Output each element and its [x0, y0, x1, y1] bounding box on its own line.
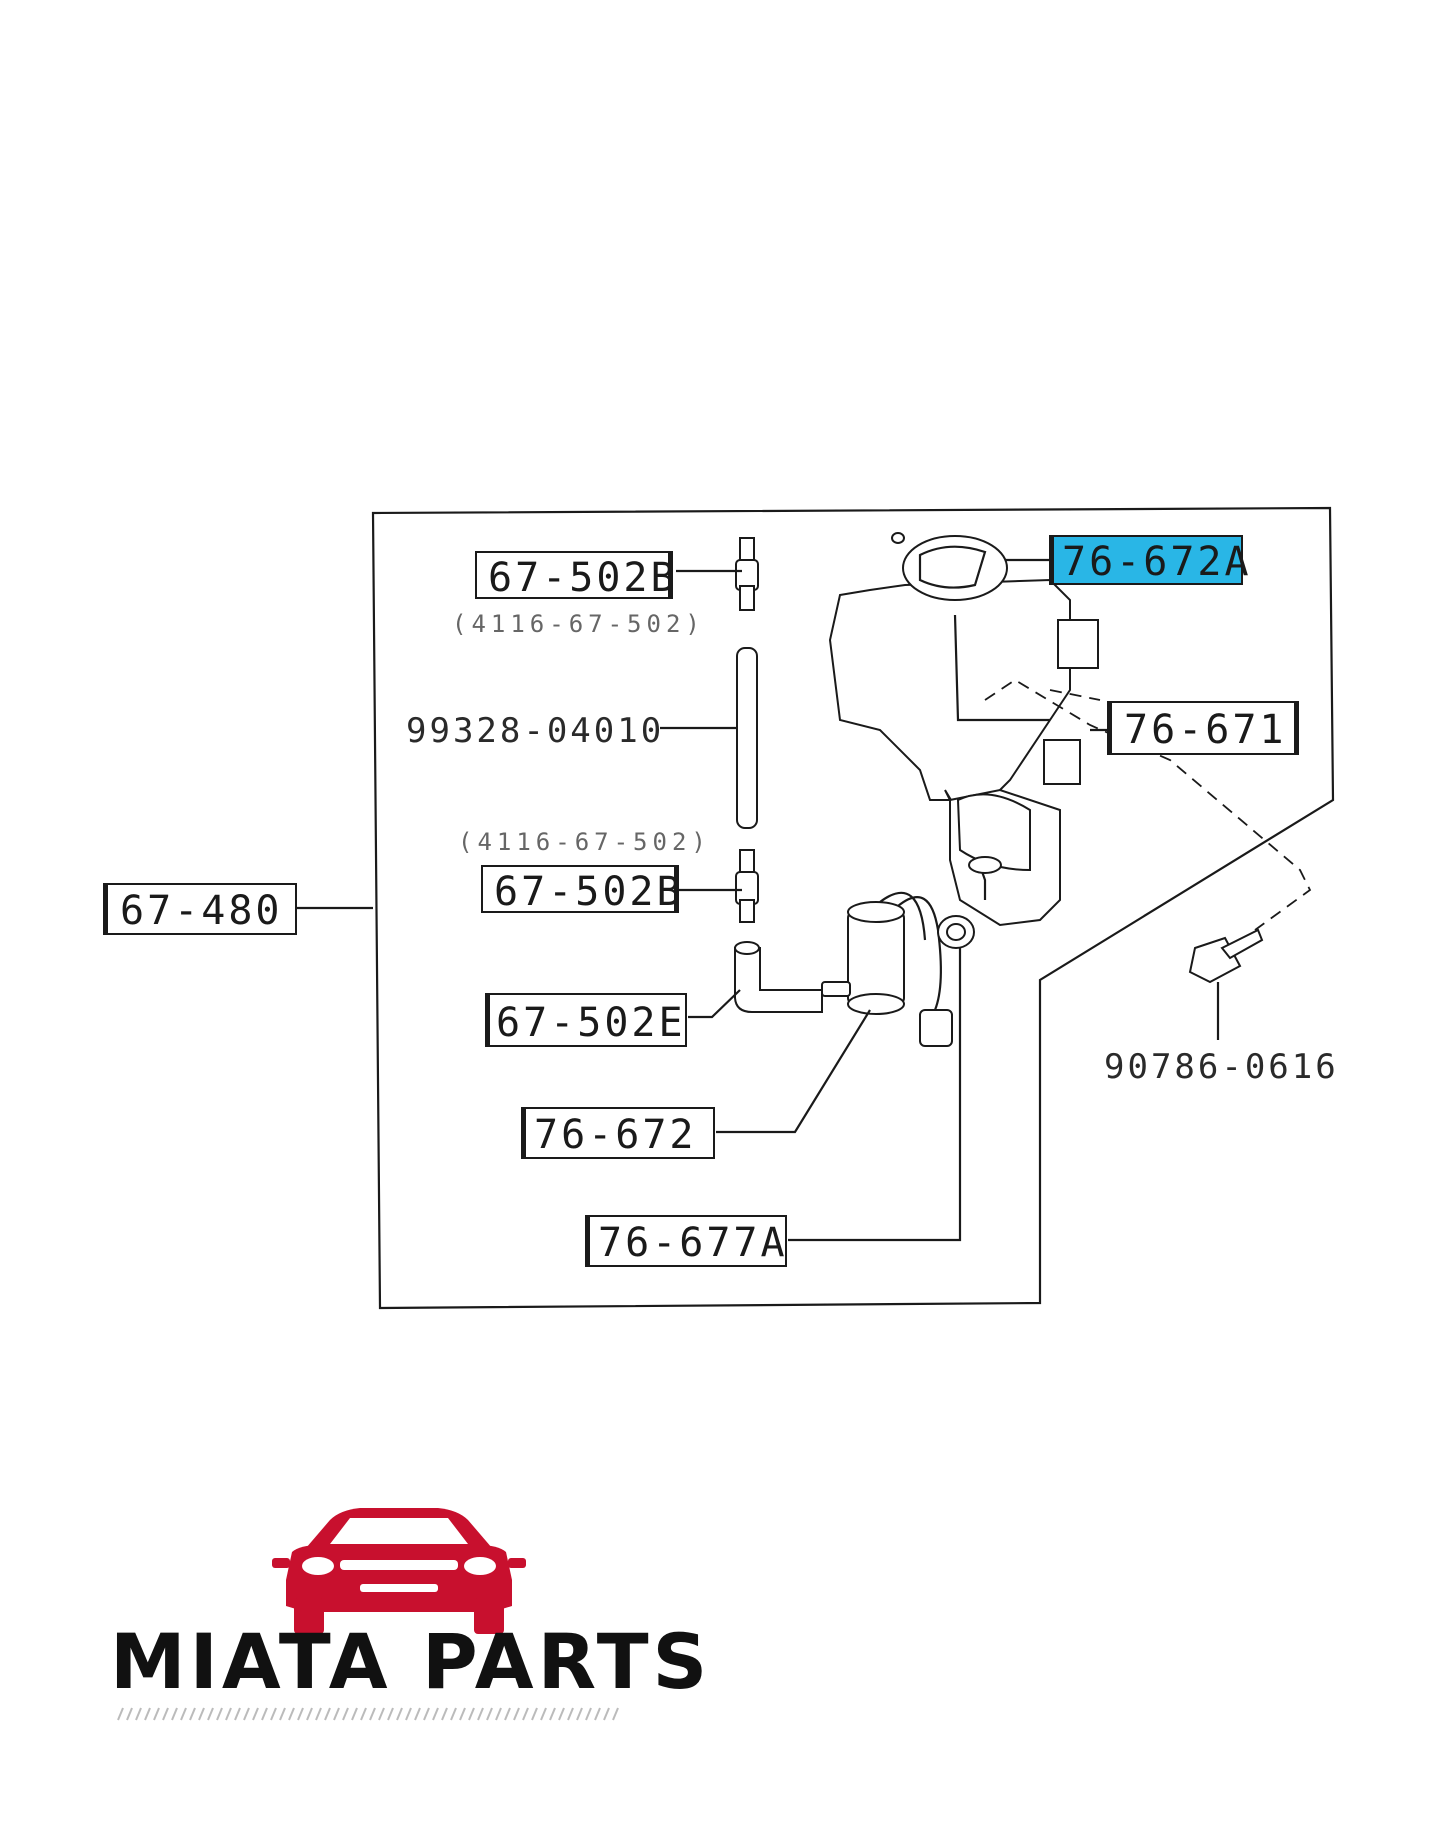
stripe — [504, 1707, 511, 1721]
stripe — [549, 1707, 556, 1721]
stripe — [540, 1707, 547, 1721]
callout-note-bottom: (4116-67-502) — [458, 828, 711, 856]
callout-text: 67-502B — [494, 869, 684, 915]
stripe — [234, 1707, 241, 1721]
stripe — [396, 1707, 403, 1721]
callout-note-top: (4116-67-502) — [452, 610, 705, 638]
stripe — [558, 1707, 565, 1721]
stripe — [171, 1707, 178, 1721]
stripe — [324, 1707, 331, 1721]
callout-76-671: 76-671 — [1107, 701, 1299, 755]
stripe — [513, 1707, 520, 1721]
stripe — [126, 1707, 133, 1721]
stripe — [378, 1707, 385, 1721]
stripe — [522, 1707, 529, 1721]
callout-text: 76-672A — [1062, 539, 1252, 585]
stripe — [441, 1707, 448, 1721]
callout-67-502e: 67-502E — [485, 993, 687, 1047]
callout-76-672: 76-672 — [521, 1107, 715, 1159]
bolt — [1188, 928, 1264, 984]
stripe — [270, 1707, 277, 1721]
stripe — [225, 1707, 232, 1721]
stripe — [189, 1707, 196, 1721]
stripe — [387, 1707, 394, 1721]
stripe — [450, 1707, 457, 1721]
callout-67-502b-bottom: 67-502B — [481, 865, 684, 915]
stripe — [162, 1707, 169, 1721]
stripe — [198, 1707, 205, 1721]
stripe — [459, 1707, 466, 1721]
stripe — [261, 1707, 268, 1721]
callout-76-677a: 76-677A — [585, 1215, 788, 1267]
connector-top — [735, 537, 759, 611]
stripe — [594, 1707, 601, 1721]
stripe — [369, 1707, 376, 1721]
stripe — [333, 1707, 340, 1721]
callout-text: 67-480 — [120, 888, 283, 934]
washer-tank — [828, 578, 1099, 927]
stripe — [297, 1707, 304, 1721]
stripe — [477, 1707, 484, 1721]
stripe — [468, 1707, 475, 1721]
callout-67-480: 67-480 — [103, 883, 297, 935]
callout-text: 76-672 — [534, 1112, 697, 1158]
callout-99328-04010: 99328-04010 — [406, 711, 664, 751]
callout-90786-0616: 90786-0616 — [1104, 1047, 1339, 1087]
brand-name: MIATA PARTS — [110, 1617, 711, 1706]
stripe — [135, 1707, 142, 1721]
callout-67-502b-top: 67-502B — [475, 551, 678, 601]
stripe — [603, 1707, 610, 1721]
stripe — [306, 1707, 313, 1721]
stripe — [495, 1707, 502, 1721]
stripe — [315, 1707, 322, 1721]
callout-text: 67-502B — [488, 555, 678, 601]
stripe — [567, 1707, 574, 1721]
stripe — [432, 1707, 439, 1721]
stripe — [486, 1707, 493, 1721]
connector-bottom — [735, 849, 759, 923]
car-front-icon — [272, 1508, 526, 1634]
stripe — [531, 1707, 538, 1721]
elbow-hose — [734, 947, 823, 1013]
brand-underline-stripes — [117, 1707, 619, 1721]
stripe — [207, 1707, 214, 1721]
stripe — [180, 1707, 187, 1721]
stripe — [576, 1707, 583, 1721]
callout-text: 76-671 — [1124, 707, 1287, 753]
stripe — [342, 1707, 349, 1721]
stripe — [351, 1707, 358, 1721]
stripe — [360, 1707, 367, 1721]
callout-text: 67-502E — [496, 1000, 686, 1046]
stripe — [612, 1707, 619, 1721]
stripe — [288, 1707, 295, 1721]
grommet — [937, 915, 975, 949]
stripe — [414, 1707, 421, 1721]
stripe — [279, 1707, 286, 1721]
stripe — [144, 1707, 151, 1721]
stripe — [153, 1707, 160, 1721]
assembly-boundary — [371, 506, 1335, 1310]
stripe — [117, 1707, 124, 1721]
hidden-line — [984, 678, 1312, 931]
callout-76-672a-highlighted: 76-672A — [1049, 535, 1252, 585]
washer-pump — [821, 891, 953, 1047]
stripe — [423, 1707, 430, 1721]
hose — [736, 647, 758, 829]
stripe — [243, 1707, 250, 1721]
stripe — [252, 1707, 259, 1721]
stripe — [216, 1707, 223, 1721]
callout-text: 76-677A — [598, 1220, 788, 1266]
tank-cap — [891, 532, 1008, 601]
stripe — [405, 1707, 412, 1721]
stripe — [585, 1707, 592, 1721]
